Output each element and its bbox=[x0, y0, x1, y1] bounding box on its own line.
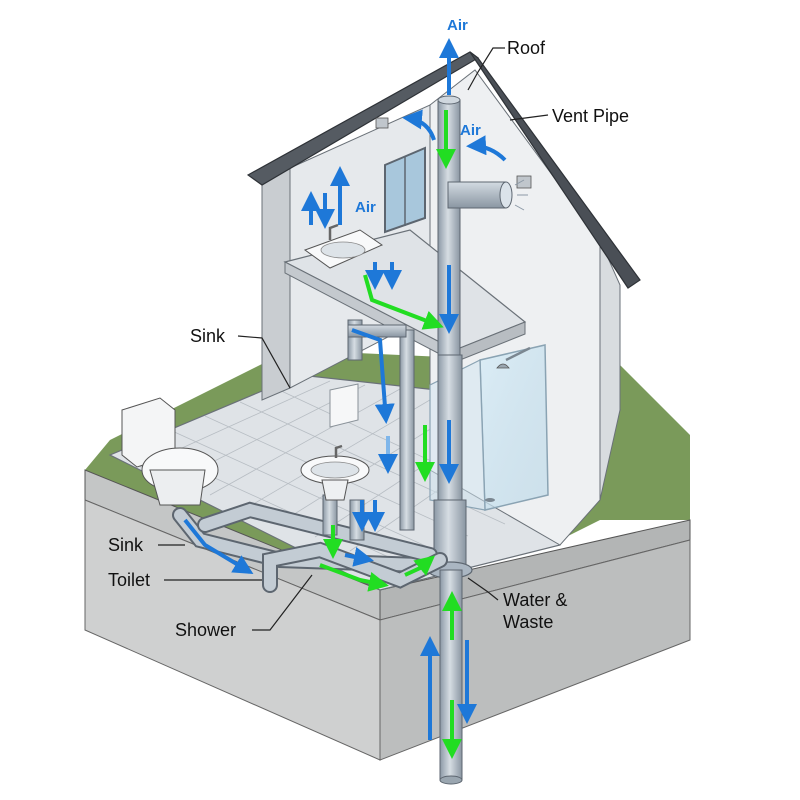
main-vent-stack bbox=[347, 95, 528, 785]
air-label-top: Air bbox=[447, 17, 468, 34]
callout-toilet: Toilet bbox=[108, 570, 262, 590]
callout-shower: Shower bbox=[175, 574, 313, 640]
sink-lower-fixture bbox=[300, 444, 370, 501]
water-waste-label-line2: Waste bbox=[503, 612, 553, 632]
callout-water-waste: Water & Waste bbox=[467, 577, 567, 632]
air-flow-arrows bbox=[183, 38, 507, 740]
water-waste-flow-arrows bbox=[319, 110, 462, 759]
callout-vent-pipe: Vent Pipe bbox=[509, 106, 629, 126]
air-label-vent: Air bbox=[460, 122, 481, 139]
water-waste-label-line1: Water & bbox=[503, 590, 567, 610]
roof-label: Roof bbox=[507, 38, 546, 58]
shower-label: Shower bbox=[175, 620, 236, 640]
toilet-label: Toilet bbox=[108, 570, 150, 590]
toilet bbox=[121, 397, 219, 506]
sink-upper-fixture bbox=[303, 223, 384, 269]
sink-upper-label: Sink bbox=[190, 326, 226, 346]
callout-sink-lower: Sink bbox=[108, 535, 185, 555]
vent-pipe-label: Vent Pipe bbox=[552, 106, 629, 126]
sink-lower-label: Sink bbox=[108, 535, 144, 555]
air-label-bathroom: Air bbox=[355, 199, 376, 216]
callout-sink-upper: Sink bbox=[190, 326, 291, 389]
callout-roof: Roof bbox=[467, 38, 546, 91]
